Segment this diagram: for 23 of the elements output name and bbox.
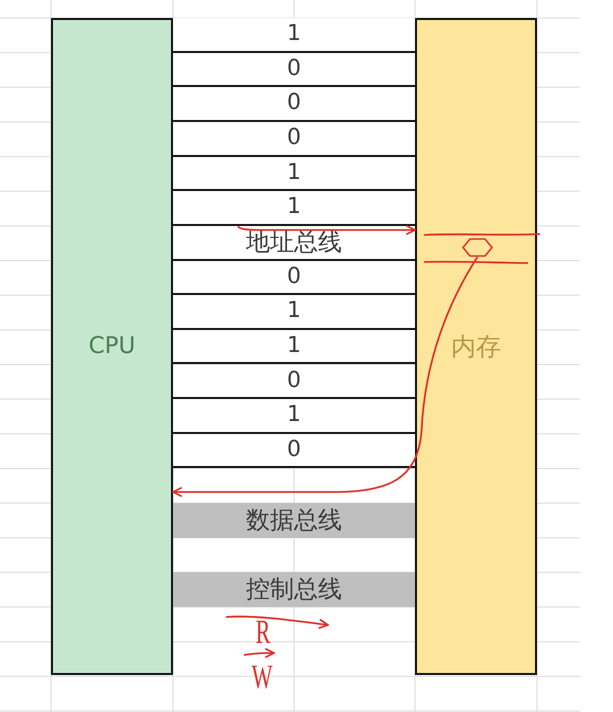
arrow xyxy=(237,224,416,236)
memory-label: 内存 xyxy=(451,332,501,362)
bit-row: 0 xyxy=(173,434,415,468)
cpu-block: CPU xyxy=(51,18,173,675)
memory-block xyxy=(415,18,537,675)
bus-band: 数据总线 xyxy=(173,503,415,538)
bit-row: 1 xyxy=(173,156,415,192)
curved-arrow xyxy=(172,256,478,498)
bit-row: 1 xyxy=(173,330,415,364)
bit-row: 0 xyxy=(173,52,415,88)
bus-band: 控制总线 xyxy=(173,572,415,608)
hexagon-mark xyxy=(462,238,493,257)
bit-row: 0 xyxy=(173,87,415,122)
signal-label: W xyxy=(250,661,274,695)
signal-label: R xyxy=(255,616,271,650)
bit-row: 0 xyxy=(173,260,415,296)
bit-row: 1 xyxy=(173,295,415,330)
bit-row: 1 xyxy=(173,191,415,226)
bit-row: 1 xyxy=(173,399,415,434)
bit-row: 1 xyxy=(173,18,415,53)
bus-row: 地址总线 xyxy=(173,226,415,261)
bit-row: 0 xyxy=(173,364,415,400)
bit-row: 0 xyxy=(173,122,415,157)
